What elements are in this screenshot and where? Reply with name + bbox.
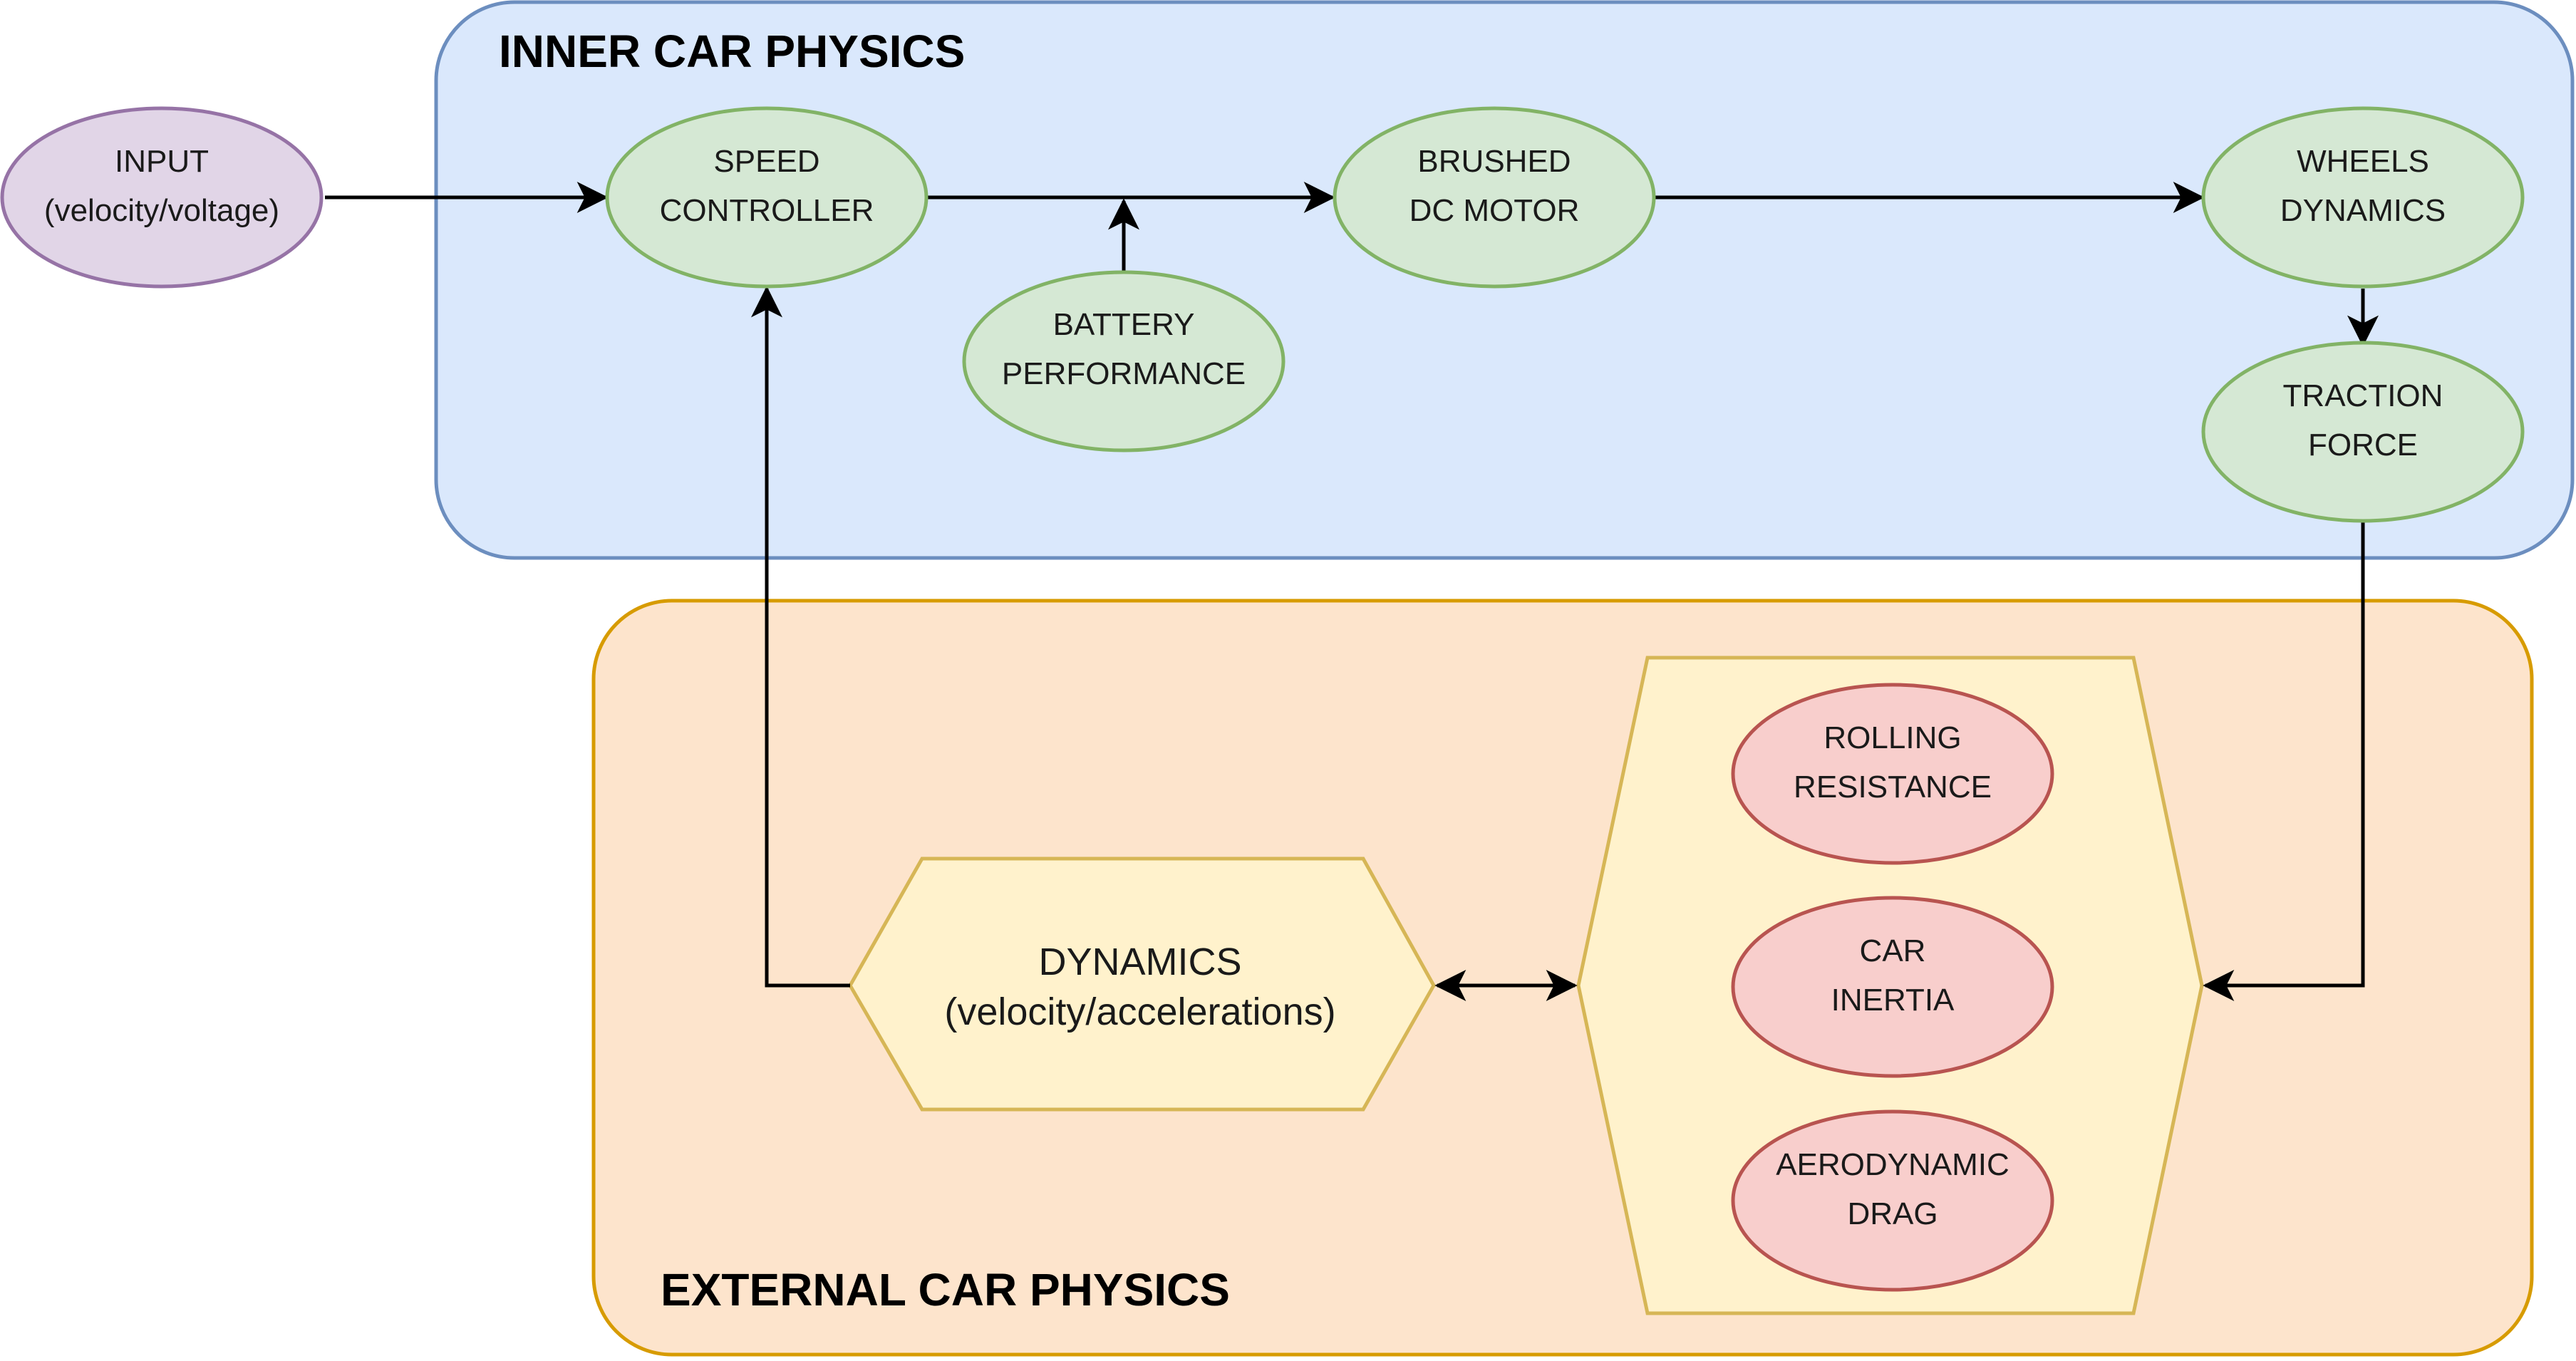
wheels-dynamics-node: WHEELS DYNAMICS	[2201, 106, 2525, 289]
rolling-label-line1: ROLLING	[1824, 720, 1961, 755]
input-label-line1: INPUT	[115, 144, 209, 179]
dynamics-label-line2: (velocity/accelerations)	[944, 990, 1335, 1033]
input-node: INPUT (velocity/voltage)	[0, 106, 324, 289]
rolling-ellipse	[1731, 683, 2054, 865]
battery-label-line1: BATTERY	[1053, 307, 1195, 342]
dynamics-hexagon	[848, 857, 1436, 1112]
battery-ellipse	[962, 270, 1286, 452]
inertia-label-line1: CAR	[1860, 933, 1926, 968]
battery-performance-node: BATTERY PERFORMANCE	[962, 270, 1286, 452]
speed-controller-label-line1: SPEED	[713, 144, 819, 179]
wheels-ellipse	[2201, 106, 2525, 289]
drag-ellipse	[1731, 1109, 2054, 1292]
inertia-ellipse	[1731, 896, 2054, 1078]
traction-label-line1: TRACTION	[2283, 378, 2443, 413]
arrow-traction-to-forces	[2203, 522, 2365, 1001]
traction-label-line2: FORCE	[2308, 428, 2418, 462]
wheels-label-line2: DYNAMICS	[2280, 193, 2446, 228]
aerodynamic-drag-node: AERODYNAMIC DRAG	[1731, 1109, 2054, 1292]
drag-label-line2: DRAG	[1847, 1196, 1938, 1231]
dynamics-node: DYNAMICS (velocity/accelerations)	[848, 857, 1436, 1112]
brushed-dc-motor-node: BRUSHED DC MOTOR	[1333, 106, 1656, 289]
external-section-title: EXTERNAL CAR PHYSICS	[661, 1264, 1230, 1315]
input-ellipse	[0, 106, 324, 289]
speed-controller-label-line2: CONTROLLER	[660, 193, 874, 228]
arrow-dynamics-to-speed-controller	[751, 286, 850, 988]
speed-controller-ellipse	[605, 106, 929, 289]
wheels-label-line1: WHEELS	[2297, 144, 2429, 179]
inner-section-title: INNER CAR PHYSICS	[499, 26, 965, 77]
connectors	[325, 182, 2379, 1001]
motor-ellipse	[1333, 106, 1656, 289]
dynamics-label-line1: DYNAMICS	[1038, 941, 1241, 983]
inertia-label-line2: INERTIA	[1831, 983, 1955, 1018]
motor-label-line2: DC MOTOR	[1409, 193, 1580, 228]
speed-controller-node: SPEED CONTROLLER	[605, 106, 929, 289]
traction-ellipse	[2201, 341, 2525, 523]
battery-label-line2: PERFORMANCE	[1002, 356, 1246, 391]
car-inertia-node: CAR INERTIA	[1731, 896, 2054, 1078]
traction-force-node: TRACTION FORCE	[2201, 341, 2525, 523]
drag-label-line1: AERODYNAMIC	[1776, 1147, 2009, 1182]
rolling-resistance-node: ROLLING RESISTANCE	[1731, 683, 2054, 865]
motor-label-line1: BRUSHED	[1417, 144, 1571, 179]
input-label-line2: (velocity/voltage)	[44, 193, 279, 228]
rolling-label-line2: RESISTANCE	[1794, 770, 1992, 804]
